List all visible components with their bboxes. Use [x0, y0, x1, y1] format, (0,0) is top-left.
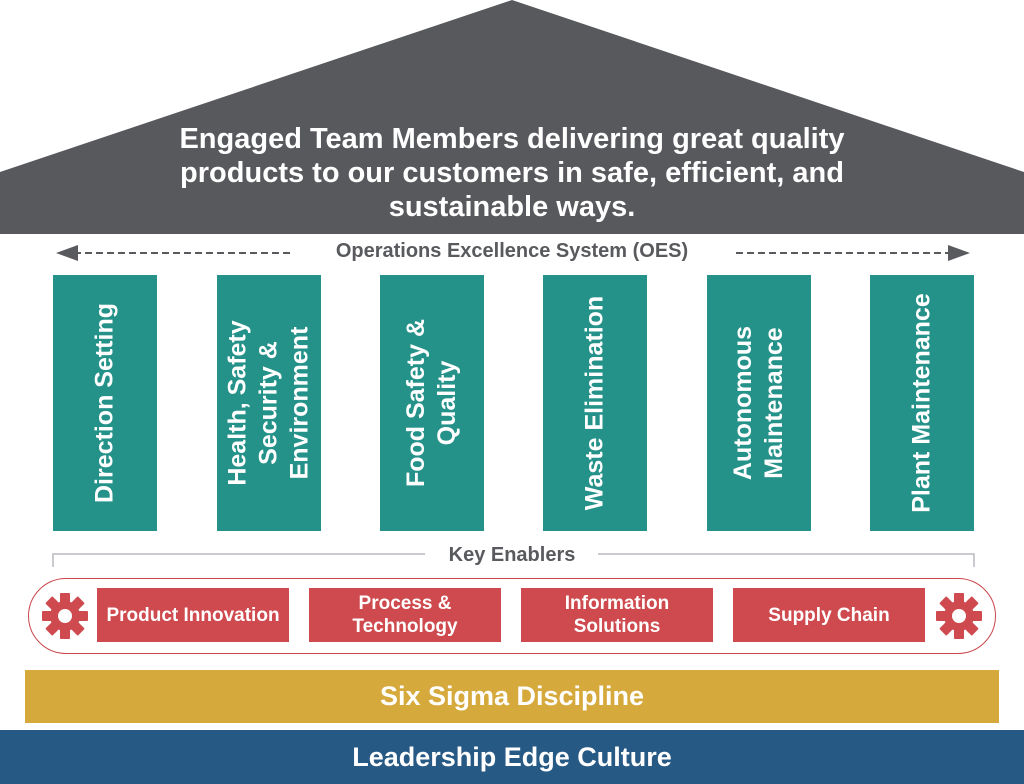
pillar-plant-maintenance: Plant Maintenance: [870, 275, 974, 531]
pillar-waste-elimination: Waste Elimination: [543, 275, 647, 531]
pillar-food-safety: Food Safety & Quality: [380, 275, 484, 531]
pillar-label: Autonomous Maintenance: [729, 325, 788, 481]
pillar-label: Direction Setting: [90, 303, 119, 504]
pillar-label: Waste Elimination: [580, 295, 609, 511]
roof: [0, 0, 1024, 234]
pillar-autonomous-maintenance: Autonomous Maintenance: [707, 275, 811, 531]
gear-icon: [42, 593, 88, 639]
enabler-product-innovation: Product Innovation: [97, 588, 289, 642]
enabler-information-solutions: Information Solutions: [521, 588, 713, 642]
six-sigma-band: Six Sigma Discipline: [25, 670, 999, 723]
pillar-health-safety: Health, Safety Security & Environment: [217, 275, 321, 531]
roof-headline: Engaged Team Members delivering great qu…: [179, 123, 845, 223]
gear-icon: [936, 593, 982, 639]
pillar-direction-setting: Direction Setting: [53, 275, 157, 531]
enabler-supply-chain: Supply Chain: [733, 588, 925, 642]
oes-label: Operations Excellence System (OES): [335, 240, 689, 262]
pillar-label: Plant Maintenance: [907, 293, 936, 513]
enablers-bracket: [52, 553, 975, 567]
key-enablers-label: Key Enablers: [448, 544, 576, 566]
pillar-label: Food Safety & Quality: [402, 318, 461, 488]
pillar-label: Health, Safety Security & Environment: [223, 320, 314, 486]
oes-arrow: [56, 245, 970, 261]
enabler-process-technology: Process & Technology: [309, 588, 501, 642]
enablers-belt: [28, 578, 996, 654]
leadership-culture-band: Leadership Edge Culture: [0, 730, 1024, 784]
